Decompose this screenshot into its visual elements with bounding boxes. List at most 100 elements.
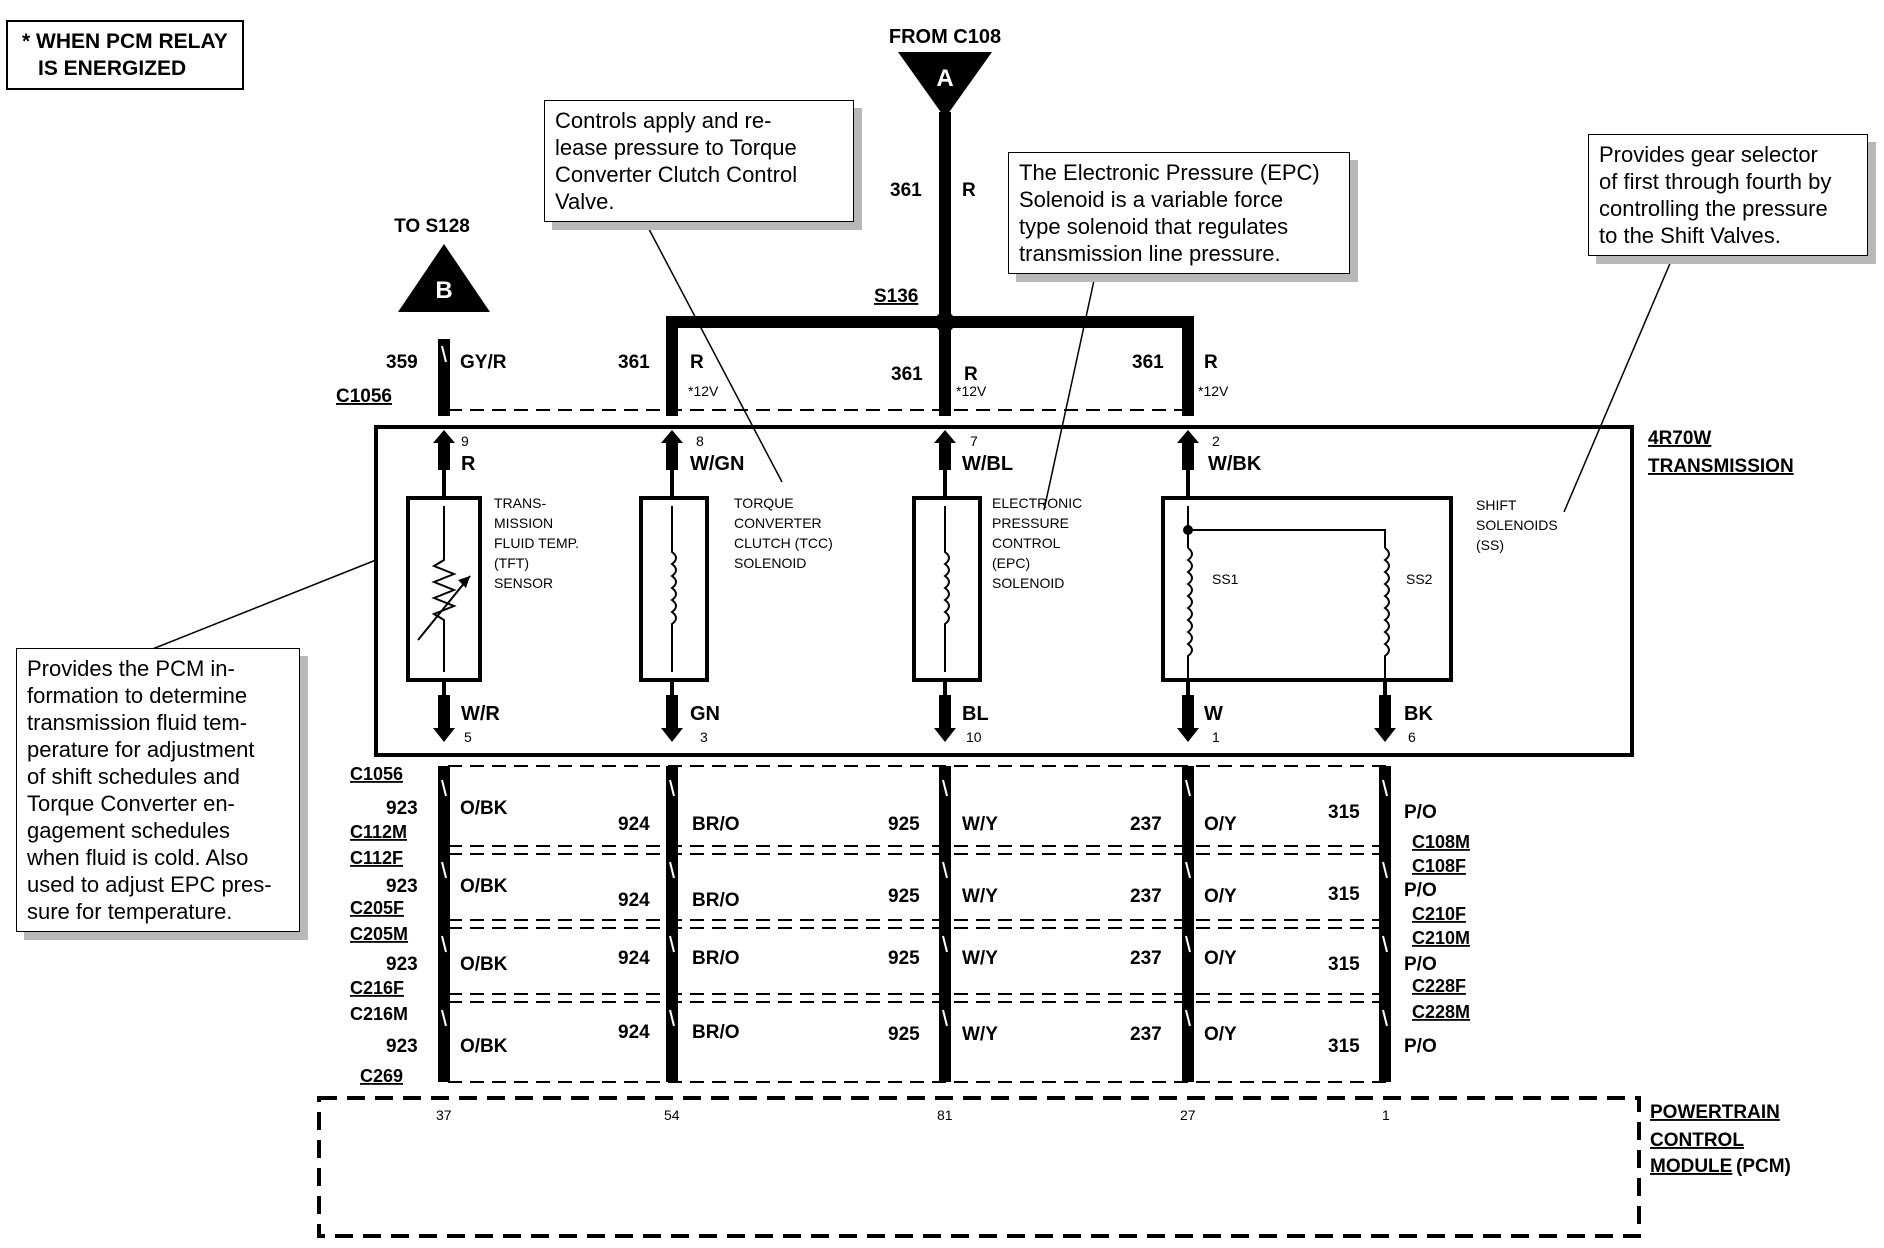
- svg-text:O/Y: O/Y: [1204, 948, 1237, 969]
- pin-bot-6-num: 6: [1408, 729, 1416, 745]
- svg-text:315: 315: [1328, 1036, 1360, 1057]
- svg-text:924: 924: [618, 814, 650, 835]
- note-tcc-line: lease pressure to Torque: [555, 135, 797, 160]
- pin-top-9-color: R: [461, 453, 476, 475]
- wire-361c-color: R: [1204, 352, 1218, 373]
- note-tft-line: when fluid is cold. Also: [27, 845, 249, 870]
- splice-b-triangle: [398, 244, 490, 312]
- pcm-pin-54: 54: [664, 1107, 680, 1123]
- note-tft-line: perature for adjustment: [27, 737, 255, 762]
- wire-359-color: GY/R: [460, 352, 507, 373]
- tcc-label-4: SOLENOID: [734, 555, 806, 571]
- tft-label-5: SENSOR: [494, 575, 553, 591]
- pin-top-7-num: 7: [970, 433, 978, 449]
- svg-text:924: 924: [618, 890, 650, 911]
- pcm-label-2: CONTROL: [1650, 1130, 1744, 1151]
- conn-right-5: C228F: [1412, 976, 1466, 996]
- wire-361b-volt: *12V: [956, 383, 987, 399]
- note-tft-line: Provides the PCM in-: [27, 656, 235, 681]
- conn-left-5: C205M: [350, 924, 408, 944]
- transmission-box: [374, 425, 1634, 757]
- conn-left-8: C269: [360, 1066, 403, 1086]
- epc-label-4: (EPC): [992, 555, 1030, 571]
- conn-right-1: C108M: [1412, 832, 1470, 852]
- pcm-label-3: MODULE: [1650, 1156, 1732, 1177]
- conn-left-1: C1056: [350, 764, 403, 784]
- feed-wires: [438, 112, 1194, 416]
- tcc-label-2: CONVERTER: [734, 515, 822, 531]
- circuit-237-labels: 237 O/Y 237 O/Y 237 O/Y 237 O/Y: [1130, 814, 1237, 1045]
- pin-bot-6-color: BK: [1404, 703, 1433, 725]
- svg-text:237: 237: [1130, 886, 1162, 907]
- splice-a-triangle: [898, 52, 992, 118]
- note-ss-line: to the Shift Valves.: [1599, 223, 1781, 248]
- note-tft-line: formation to determine: [27, 683, 248, 708]
- svg-text:O/Y: O/Y: [1204, 886, 1237, 907]
- circuit-923-labels: 923 O/BK 923 O/BK 923 O/BK 923 O/BK: [386, 798, 508, 1057]
- connector-dash-group: [448, 765, 1388, 1083]
- pin-bot-3-color: GN: [690, 703, 720, 725]
- note-epc-line: type solenoid that regulates: [1019, 214, 1289, 239]
- pin-bot-10-color: BL: [962, 703, 989, 725]
- note-tft-line: used to adjust EPC pres-: [27, 872, 272, 897]
- splice-s136-label: S136: [874, 286, 918, 307]
- ss-label-2: SOLENOIDS: [1476, 517, 1558, 533]
- wire-361a-num: 361: [618, 352, 650, 373]
- pcm-label-1: POWERTRAIN: [1650, 1102, 1780, 1123]
- note-ss: Provides gear selector of first through …: [1588, 134, 1868, 256]
- note-ss-line: Provides gear selector: [1599, 142, 1818, 167]
- tcc-coil: [670, 506, 677, 672]
- svg-text:O/Y: O/Y: [1204, 814, 1237, 835]
- ss2-coil: [1383, 547, 1390, 680]
- wire-361c-num: 361: [1132, 352, 1164, 373]
- svg-text:BR/O: BR/O: [692, 814, 740, 835]
- ss1-coil: [1186, 547, 1193, 680]
- from-c108-label: FROM C108: [889, 26, 1001, 48]
- note-tcc: Controls apply and re- lease pressure to…: [544, 100, 854, 222]
- pin-top-9-num: 9: [461, 433, 469, 449]
- tft-label-2: MISSION: [494, 515, 553, 531]
- note-tft-line: gagement schedules: [27, 818, 231, 843]
- tft-label-1: TRANS-: [494, 495, 546, 511]
- ss2-label: SS2: [1406, 571, 1433, 587]
- conn-right-3: C210F: [1412, 904, 1466, 924]
- wire-359-num: 359: [386, 352, 418, 373]
- svg-text:P/O: P/O: [1404, 954, 1437, 975]
- svg-text:315: 315: [1328, 802, 1360, 823]
- transmission-model: 4R70W: [1648, 428, 1711, 449]
- svg-text:P/O: P/O: [1404, 802, 1437, 823]
- pin-top-2-color: W/BK: [1208, 453, 1262, 475]
- note-epc-line: The Electronic Pressure (EPC): [1019, 160, 1320, 185]
- conn-right-4: C210M: [1412, 928, 1470, 948]
- legend-note: * WHEN PCM RELAY IS ENERGIZED: [6, 20, 244, 90]
- harness-wires: [438, 766, 1391, 1082]
- pin-bot-5-color: W/R: [461, 703, 500, 725]
- note-tft-line: transmission fluid tem-: [27, 710, 248, 735]
- splice-a-letter: A: [936, 65, 953, 92]
- splice-s136-dot: [935, 312, 955, 332]
- svg-text:923: 923: [386, 954, 418, 975]
- ss-label-3: (SS): [1476, 537, 1504, 553]
- conn-right-2: C108F: [1412, 856, 1466, 876]
- note-ss-line: controlling the pressure: [1599, 196, 1828, 221]
- svg-text:O/BK: O/BK: [460, 876, 508, 897]
- wire-361c-volt: *12V: [1198, 383, 1229, 399]
- tft-label-3: FLUID TEMP.: [494, 535, 579, 551]
- pcm-box: [317, 1096, 1641, 1238]
- circuit-315-labels: 315 P/O 315 P/O 315 P/O 315 P/O: [1328, 802, 1437, 1057]
- pin-top-7-color: W/BL: [962, 453, 1013, 475]
- svg-text:925: 925: [888, 886, 920, 907]
- svg-text:923: 923: [386, 1036, 418, 1057]
- tft-label-4: (TFT): [494, 555, 529, 571]
- svg-text:925: 925: [888, 814, 920, 835]
- note-tcc-line: Converter Clutch Control: [555, 162, 798, 187]
- svg-text:237: 237: [1130, 814, 1162, 835]
- epc-label-1: ELECTRONIC: [992, 495, 1082, 511]
- svg-text:BR/O: BR/O: [692, 948, 740, 969]
- pcm-label-4: (PCM): [1736, 1156, 1791, 1177]
- svg-text:924: 924: [618, 948, 650, 969]
- pin-bot-1-color: W: [1204, 703, 1223, 725]
- ss1-label: SS1: [1212, 571, 1239, 587]
- circuit-925-labels: 925 W/Y 925 W/Y 925 W/Y 925 W/Y: [888, 814, 998, 1045]
